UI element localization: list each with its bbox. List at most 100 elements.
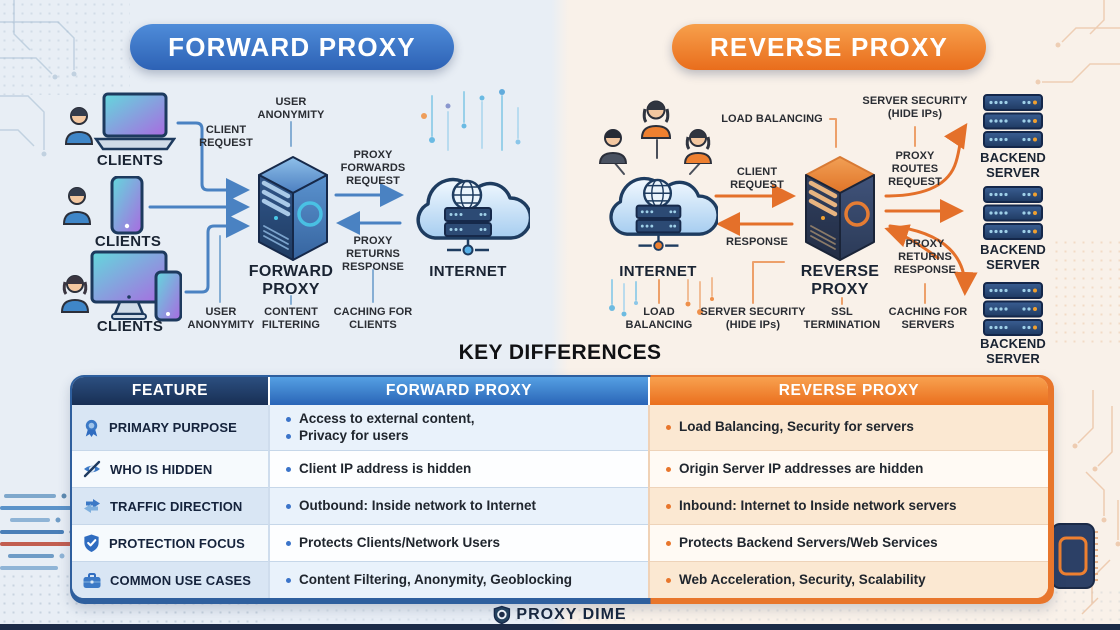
server-rack-icon bbox=[635, 204, 682, 234]
proxy-returns-response-label: PROXY RETURNS RESPONSE bbox=[342, 235, 404, 273]
forward-proxy-banner: FORWARD PROXY bbox=[130, 24, 454, 70]
forward-proxy-server bbox=[258, 156, 328, 261]
laptop-icon bbox=[93, 92, 176, 151]
traffic-arrows-icon bbox=[84, 499, 100, 513]
comparison-table: FEATURE FORWARD PROXY REVERSE PROXY PRIM… bbox=[70, 375, 1054, 604]
brand-footer: PROXY DIME bbox=[493, 605, 626, 625]
cell-bullet: Outbound: Inside network to Internet bbox=[286, 498, 642, 515]
smartphone-icon bbox=[154, 270, 182, 322]
client-request-label-right: CLIENT REQUEST bbox=[730, 166, 784, 191]
globe-icon bbox=[643, 178, 673, 208]
globe-icon bbox=[451, 179, 483, 211]
client-group-3 bbox=[60, 250, 182, 322]
forward-proxy-banner-label: FORWARD PROXY bbox=[168, 31, 416, 62]
reverse-header-label: REVERSE PROXY bbox=[778, 382, 920, 399]
shield-check-icon bbox=[84, 534, 99, 553]
server-security-bottom-connector bbox=[752, 261, 785, 304]
feature-label: PROTECTION FOCUS bbox=[109, 535, 245, 551]
load-balancing-bottom-label: LOAD BALANCING bbox=[625, 306, 693, 331]
cell-bullet: Protects Clients/Network Users bbox=[286, 535, 642, 552]
caching-for-clients-label: CACHING FOR CLIENTS bbox=[333, 306, 413, 331]
bottom-bar bbox=[0, 624, 1120, 630]
caching-for-servers-label: CACHING FOR SERVERS bbox=[888, 306, 968, 331]
cell-bullet: Access to external content, bbox=[286, 411, 642, 428]
key-differences-title: KEY DIFFERENCES bbox=[458, 341, 662, 364]
brand-shield-icon bbox=[493, 605, 511, 625]
backend-server-label-1: BACKEND SERVER bbox=[980, 150, 1046, 180]
person-icon bbox=[60, 275, 90, 313]
person-icon bbox=[64, 107, 94, 145]
cell-bullet: Protects Backend Servers/Web Services bbox=[666, 535, 1042, 552]
dot-grid-decoration bbox=[1052, 238, 1120, 343]
backend-server-stack-2 bbox=[983, 186, 1043, 240]
clients-label-3: CLIENTS bbox=[96, 318, 164, 335]
user-anonymity-bottom-label: USER ANONYMITY bbox=[187, 306, 255, 331]
cell-bullet: Privacy for users bbox=[286, 428, 642, 445]
load-balancing-top-connector bbox=[829, 118, 837, 148]
backend-server-label-2: BACKEND SERVER bbox=[980, 242, 1046, 272]
internet-label-left: INTERNET bbox=[429, 263, 507, 280]
reverse-cell-common-use-cases: Web Acceleration, Security, Scalability bbox=[648, 561, 1048, 598]
feature-cell-common-use-cases: COMMON USE CASES bbox=[72, 561, 268, 598]
data-rain-decoration bbox=[421, 89, 521, 151]
users-cloud-connectors bbox=[613, 139, 701, 175]
reverse-cell-primary-purpose: Load Balancing, Security for servers bbox=[648, 405, 1048, 450]
backend-server-stack-1 bbox=[983, 94, 1043, 148]
forward-cell-primary-purpose: Access to external content, Privacy for … bbox=[268, 405, 648, 450]
brand-name: PROXY DIME bbox=[516, 606, 627, 623]
proxy-logo-icon bbox=[297, 201, 323, 227]
content-filtering-label: CONTENT FILTERING bbox=[261, 306, 321, 331]
cell-bullet: Content Filtering, Anonymity, Geoblockin… bbox=[286, 572, 642, 589]
award-icon bbox=[85, 419, 98, 437]
clients-label-1: CLIENTS bbox=[96, 152, 164, 169]
reverse-proxy-server bbox=[805, 156, 875, 261]
table-header-forward-proxy: FORWARD PROXY bbox=[268, 377, 648, 405]
dot-grid-decoration bbox=[0, 0, 130, 95]
reverse-proxy-banner-label: REVERSE PROXY bbox=[709, 31, 949, 62]
feature-header-label: FEATURE bbox=[131, 382, 209, 399]
cell-bullet: Inbound: Internet to Inside network serv… bbox=[666, 498, 1042, 515]
client-group-1 bbox=[64, 92, 176, 151]
backend-returns-response-arrow bbox=[884, 224, 940, 260]
feature-cell-protection-focus: PROTECTION FOCUS bbox=[72, 524, 268, 561]
feature-cell-who-is-hidden: WHO IS HIDDEN bbox=[72, 450, 268, 487]
forward-proxy-node-label: FORWARD PROXY bbox=[248, 263, 334, 298]
feature-label: COMMON USE CASES bbox=[110, 572, 252, 588]
response-label: RESPONSE bbox=[726, 236, 788, 248]
data-rain-decoration bbox=[609, 277, 714, 317]
forward-cell-common-use-cases: Content Filtering, Anonymity, Geoblockin… bbox=[268, 561, 648, 598]
server-rack-icon bbox=[444, 207, 492, 237]
circuit-decoration bbox=[0, 0, 77, 157]
reverse-proxy-banner: REVERSE PROXY bbox=[672, 24, 986, 70]
client3-request-arrow bbox=[184, 214, 250, 294]
proxy-returns-response-label-right: PROXY RETURNS RESPONSE bbox=[894, 238, 956, 276]
proxy-logo-icon bbox=[844, 201, 870, 227]
clients-label-2: CLIENTS bbox=[94, 233, 162, 250]
feature-label: WHO IS HIDDEN bbox=[110, 461, 213, 477]
reverse-cell-protection-focus: Protects Backend Servers/Web Services bbox=[648, 524, 1048, 561]
users-group bbox=[598, 100, 713, 164]
load-balancing-top-label: LOAD BALANCING bbox=[721, 113, 823, 125]
forward-cell-traffic-direction: Outbound: Inside network to Internet bbox=[268, 487, 648, 524]
briefcase-icon bbox=[83, 572, 101, 588]
circuit-decoration bbox=[1035, 0, 1120, 85]
client-request-label: CLIENT REQUEST bbox=[199, 124, 253, 149]
eye-slash-icon bbox=[83, 460, 101, 478]
person-icon bbox=[640, 100, 672, 139]
reverse-cell-who-is-hidden: Origin Server IP addresses are hidden bbox=[648, 450, 1048, 487]
client1-request-arrow bbox=[176, 121, 250, 202]
person-icon bbox=[62, 187, 92, 225]
forward-header-label: FORWARD PROXY bbox=[385, 382, 533, 399]
ssl-termination-label: SSL TERMINATION bbox=[803, 306, 881, 331]
cell-bullet: Load Balancing, Security for servers bbox=[666, 419, 1042, 436]
reverse-cell-traffic-direction: Inbound: Internet to Inside network serv… bbox=[648, 487, 1048, 524]
table-header-reverse-proxy: REVERSE PROXY bbox=[648, 377, 1048, 405]
smartphone-icon bbox=[110, 176, 144, 235]
proxy-forwards-request-label: PROXY FORWARDS REQUEST bbox=[340, 149, 406, 187]
backend-server-stack-3 bbox=[983, 282, 1043, 336]
forward-cell-who-is-hidden: Client IP address is hidden bbox=[268, 450, 648, 487]
cell-bullet: Client IP address is hidden bbox=[286, 461, 642, 478]
person-icon bbox=[598, 129, 628, 164]
feature-cell-primary-purpose: PRIMARY PURPOSE bbox=[72, 405, 268, 450]
